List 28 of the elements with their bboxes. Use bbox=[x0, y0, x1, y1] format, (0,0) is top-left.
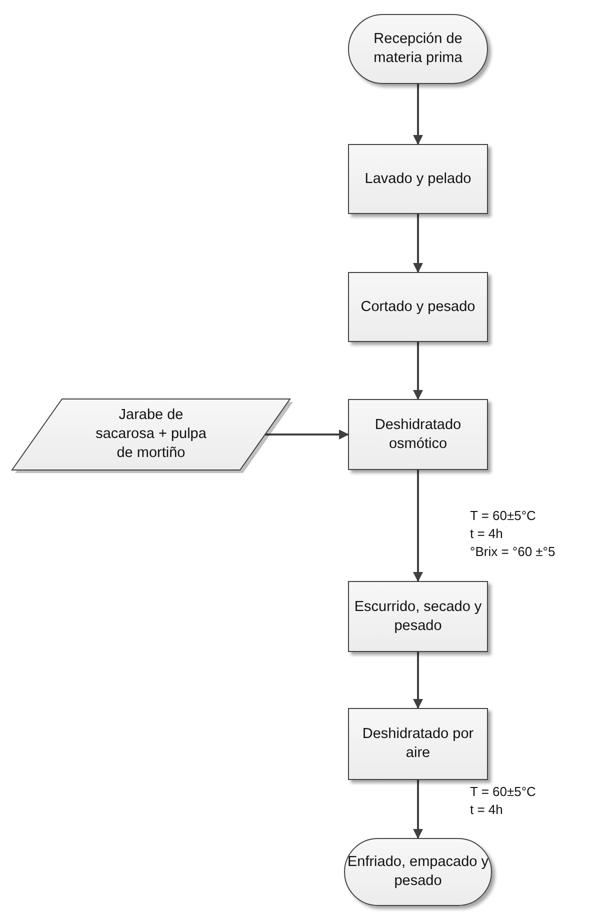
node-label: Cortado y pesado bbox=[360, 298, 476, 316]
data-parallelogram bbox=[12, 399, 290, 470]
arrow bbox=[413, 84, 423, 145]
arrow bbox=[413, 652, 423, 709]
terminal-shape bbox=[344, 838, 492, 906]
process-box bbox=[348, 581, 488, 652]
process-box bbox=[348, 708, 488, 780]
process-box bbox=[348, 144, 488, 214]
node-label: Jarabe de sacarosa + pulpa de mortiño bbox=[94, 406, 208, 463]
process-box bbox=[348, 399, 488, 470]
process-condition: t = 4h bbox=[470, 802, 503, 817]
arrow bbox=[413, 214, 423, 273]
process-condition: T = 60±5°C bbox=[470, 784, 536, 799]
node-label: Lavado y pelado bbox=[364, 170, 472, 188]
process-condition: °Brix = °60 ±°5 bbox=[470, 544, 556, 559]
process-condition: t = 4h bbox=[470, 526, 503, 541]
node-label: Escurrido, secado y pesado bbox=[353, 598, 483, 636]
arrow bbox=[413, 470, 423, 582]
node-label: Enfriado, empacado y pesado bbox=[347, 853, 489, 891]
arrow bbox=[265, 430, 349, 440]
arrow bbox=[413, 342, 423, 400]
node-label: Deshidratado osmótico bbox=[374, 416, 462, 454]
node-label: Deshidratado por aire bbox=[361, 725, 475, 763]
node-label: Recepción de materia prima bbox=[372, 30, 464, 68]
process-box bbox=[348, 272, 488, 342]
arrow bbox=[413, 780, 423, 839]
process-condition: T = 60±5°C bbox=[470, 508, 536, 523]
terminal-shape bbox=[348, 14, 488, 84]
